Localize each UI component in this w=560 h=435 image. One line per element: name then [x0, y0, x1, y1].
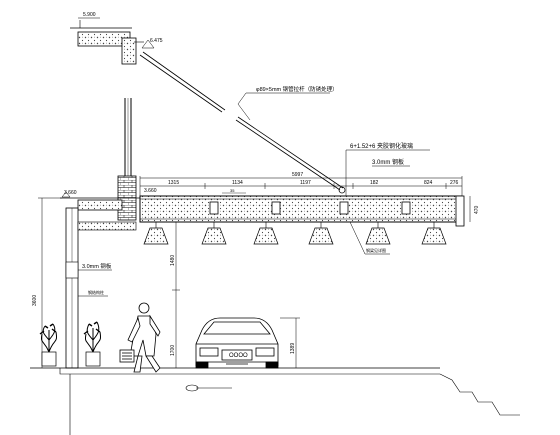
dimension-height-total: 3600 [32, 295, 38, 306]
left-support: 3.660 3.0mm 钢板 钢结构柱 [60, 190, 140, 369]
callout-column-note: 钢结构柱 [88, 289, 104, 295]
callout-plate-top: 3.0mm 钢板 [372, 158, 404, 166]
elevation-top-floor: 5.900 [83, 12, 96, 18]
callout-plate-left: 3.0mm 钢板 [82, 262, 112, 270]
upper-ledge: 5.900 6.475 [70, 12, 163, 65]
ground-line [30, 367, 520, 435]
callout-beam-note: 钢梁见详图 [366, 247, 386, 253]
callout-glass: 6+1.52+6 夹胶钢化玻璃 [350, 142, 413, 150]
canopy-slab: 3.660 6+1.52+6 夹胶钢化玻璃 3.0mm 钢板 钢梁见详图 [139, 142, 465, 255]
dimension-segment-6: 276 [450, 180, 459, 186]
car-badge: OOOO [229, 353, 248, 359]
dimension-height-lamp: 1480 [170, 255, 176, 266]
dimension-height-clear: 1700 [170, 345, 176, 356]
dimension-height-car: 1389 [290, 343, 296, 354]
elevation-top-ledge: 6.475 [150, 38, 163, 44]
height-dimensions: 3600 1480 1700 1389 [32, 197, 300, 368]
potted-plant-right [83, 321, 101, 367]
potted-plant-left [39, 323, 57, 367]
dimension-small: 35 [230, 188, 235, 193]
ceiling-lamps [143, 222, 447, 245]
dimension-segment-5: 824 [424, 180, 433, 186]
dimension-segment-2: 1134 [232, 180, 243, 186]
tie-rods: φ89×5mm 钢管拉杆（防锈处理） [139, 51, 346, 194]
elevation-beam: 3.660 [144, 188, 157, 194]
dimension-depth: 470 [474, 205, 480, 214]
dimension-overall: 5997 [292, 172, 303, 178]
top-dimensions: 5997 1315 1134 1197 182 824 276 35 470 [139, 172, 480, 222]
person-figure [119, 302, 161, 373]
elevation-left-ledge: 3.660 [64, 190, 77, 196]
callout-tie-rod: φ89×5mm 钢管拉杆（防锈处理） [256, 85, 338, 93]
dimension-segment-3: 1197 [300, 180, 311, 186]
dimension-segment-1: 1315 [168, 180, 179, 186]
car-front-view: OOOO [195, 317, 279, 369]
dimension-segment-4: 182 [370, 180, 379, 186]
